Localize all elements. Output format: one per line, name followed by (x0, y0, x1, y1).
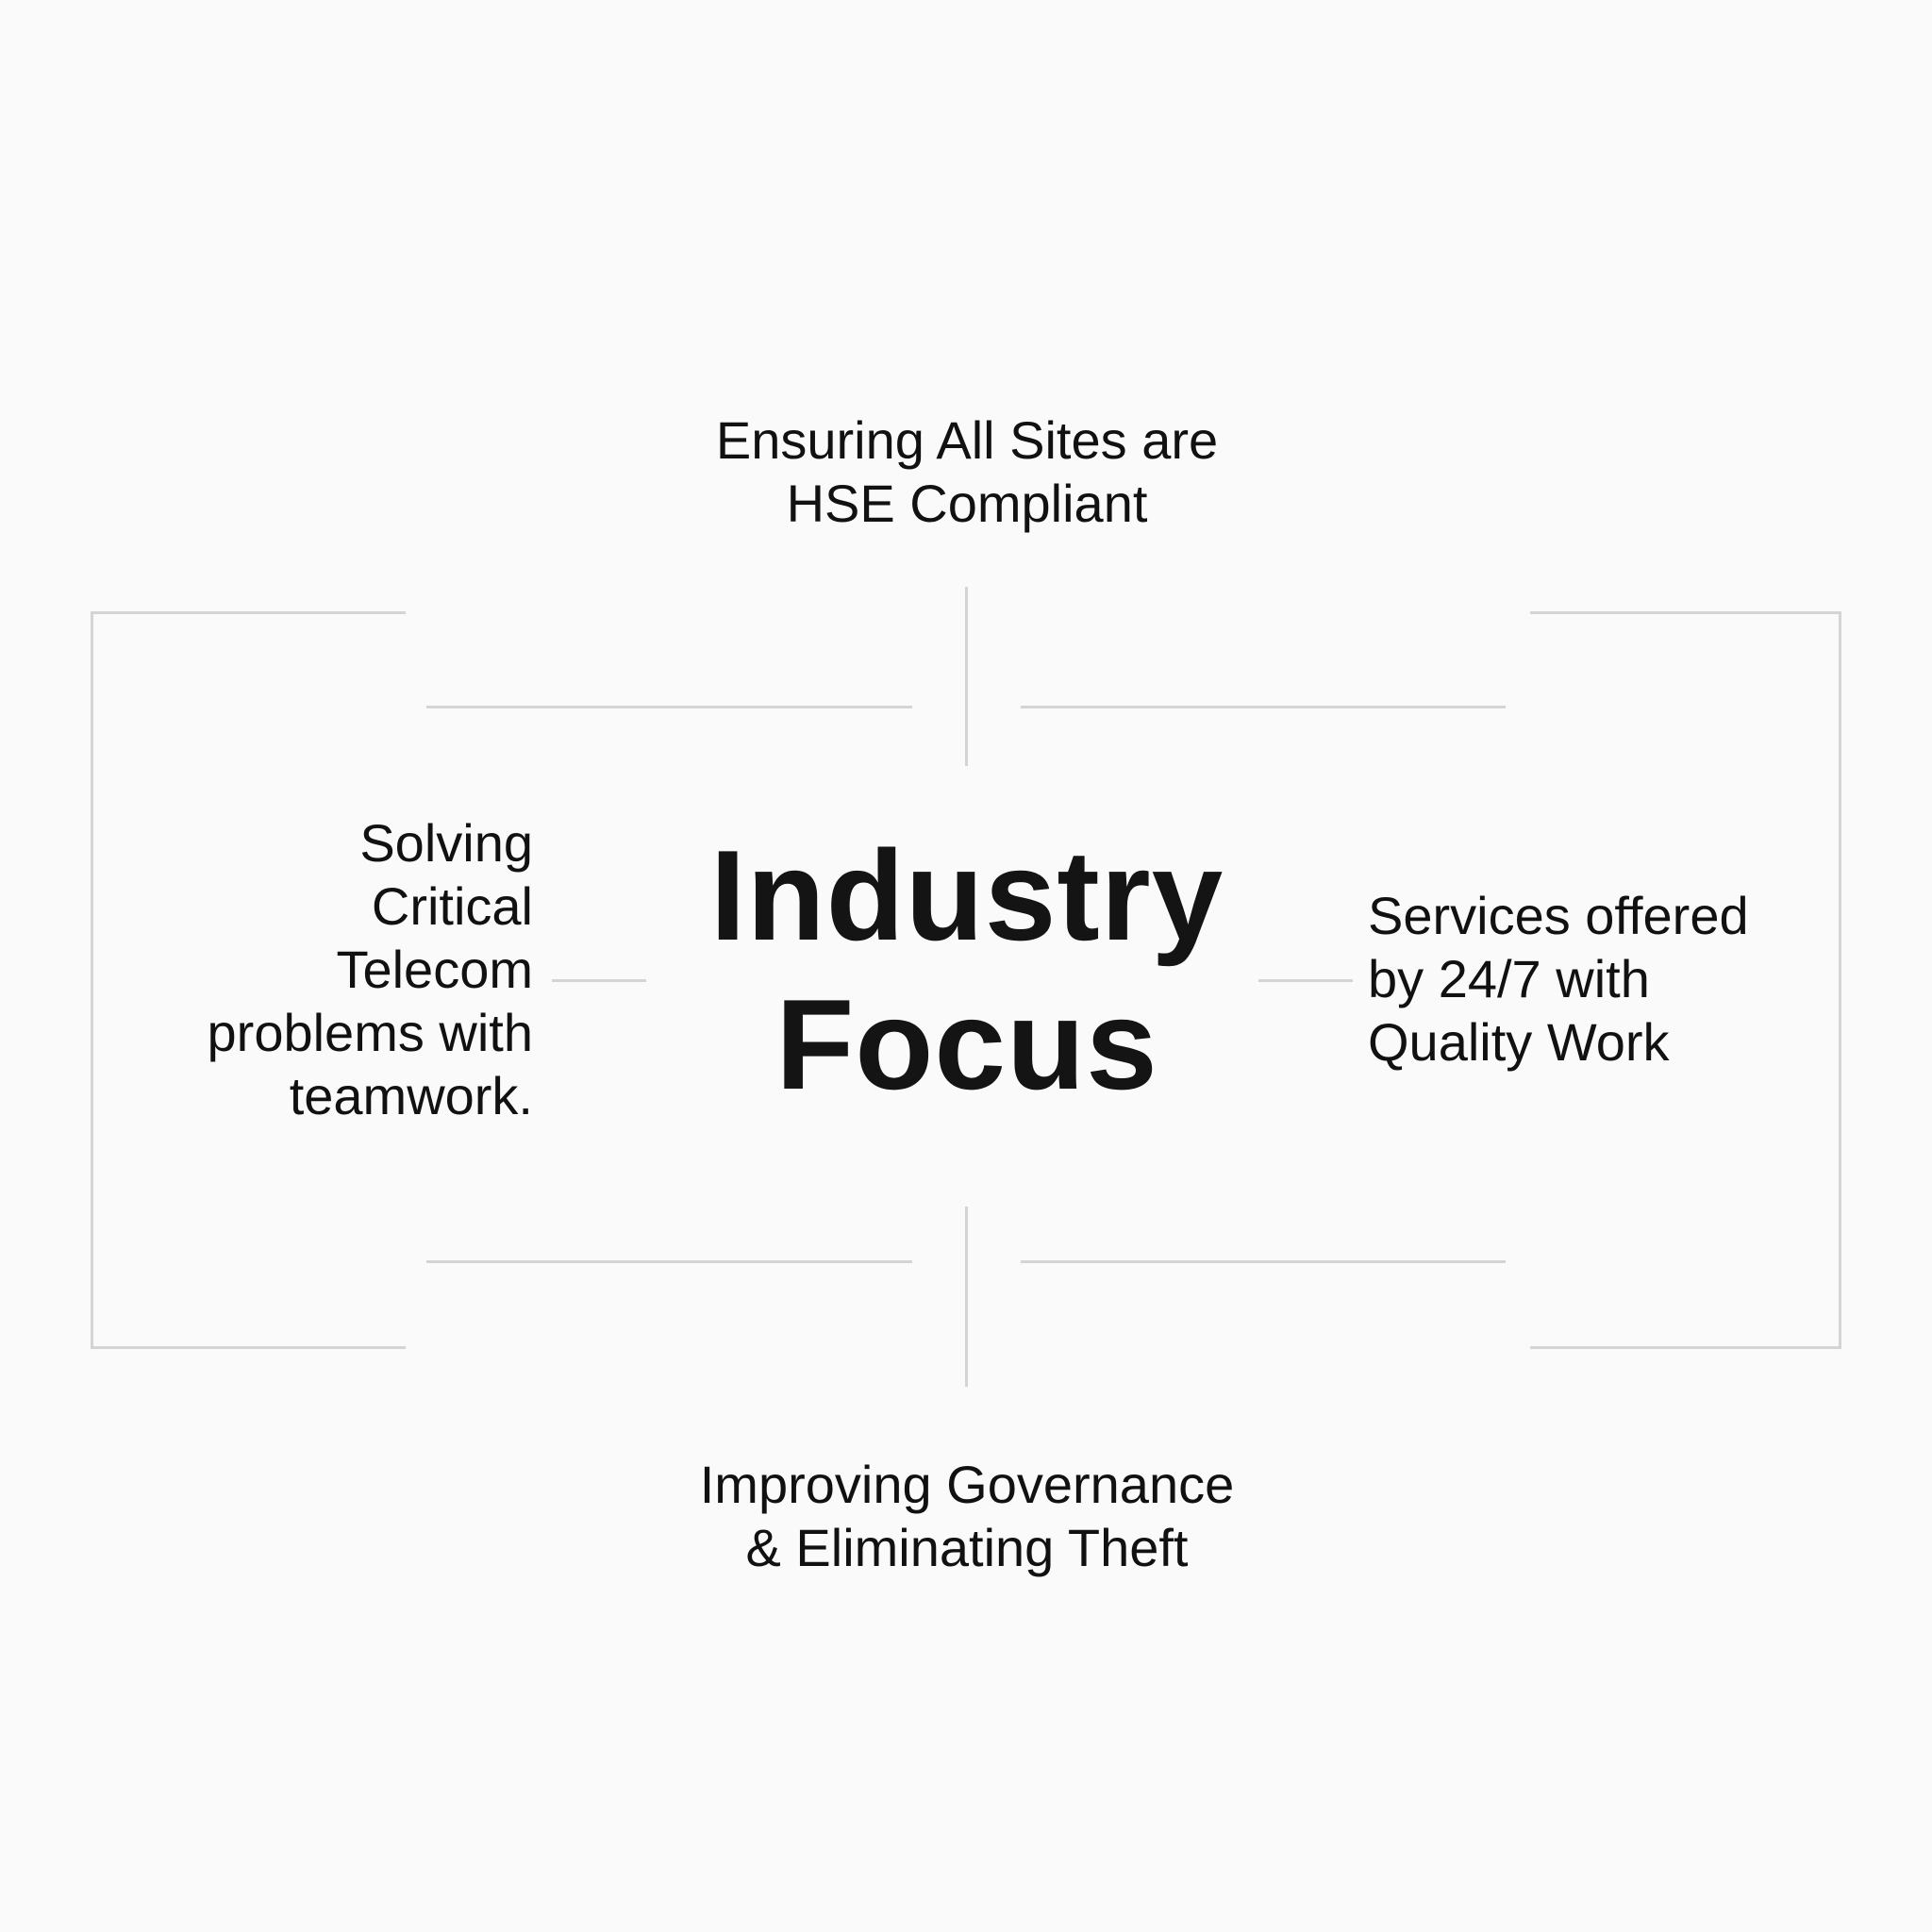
frame-top-left-line (91, 611, 406, 614)
bottom-label: Improving Governance & Eliminating Theft (604, 1453, 1330, 1579)
connector-top-line (965, 587, 968, 766)
right-label-line-2: by 24/7 with (1368, 949, 1650, 1008)
inner-top-right-line (1021, 706, 1506, 708)
left-label-line-1: Solving (359, 813, 533, 873)
frame-bottom-right-line (1530, 1346, 1841, 1349)
inner-top-left-line (426, 706, 912, 708)
center-title-line-1: Industry (709, 824, 1224, 967)
frame-left-line (91, 611, 93, 1349)
left-label-line-4: problems with (207, 1003, 533, 1062)
center-title: Industry Focus (660, 821, 1274, 1119)
left-label-line-5: teamwork. (289, 1066, 533, 1125)
connector-bottom-line (965, 1207, 968, 1387)
frame-top-right-line (1530, 611, 1841, 614)
inner-bottom-right-line (1021, 1260, 1506, 1263)
right-label-line-3: Quality Work (1368, 1012, 1670, 1072)
left-label: Solving Critical Telecom problems with t… (94, 811, 533, 1127)
connector-right-line (1258, 979, 1353, 982)
left-label-line-2: Critical (371, 876, 533, 936)
left-label-line-3: Telecom (336, 940, 533, 999)
top-label-line-1: Ensuring All Sites are (715, 410, 1219, 470)
bottom-label-line-2: & Eliminating Theft (745, 1518, 1189, 1577)
center-title-line-2: Focus (775, 973, 1158, 1116)
right-label: Services offered by 24/7 with Quality Wo… (1368, 884, 1896, 1074)
frame-right-line (1839, 611, 1841, 1349)
bottom-label-line-1: Improving Governance (699, 1455, 1235, 1514)
top-label: Ensuring All Sites are HSE Compliant (604, 408, 1330, 535)
top-label-line-2: HSE Compliant (786, 474, 1148, 533)
frame-bottom-left-line (91, 1346, 406, 1349)
right-label-line-1: Services offered (1368, 886, 1749, 945)
inner-bottom-left-line (426, 1260, 912, 1263)
connector-left-line (552, 979, 646, 982)
